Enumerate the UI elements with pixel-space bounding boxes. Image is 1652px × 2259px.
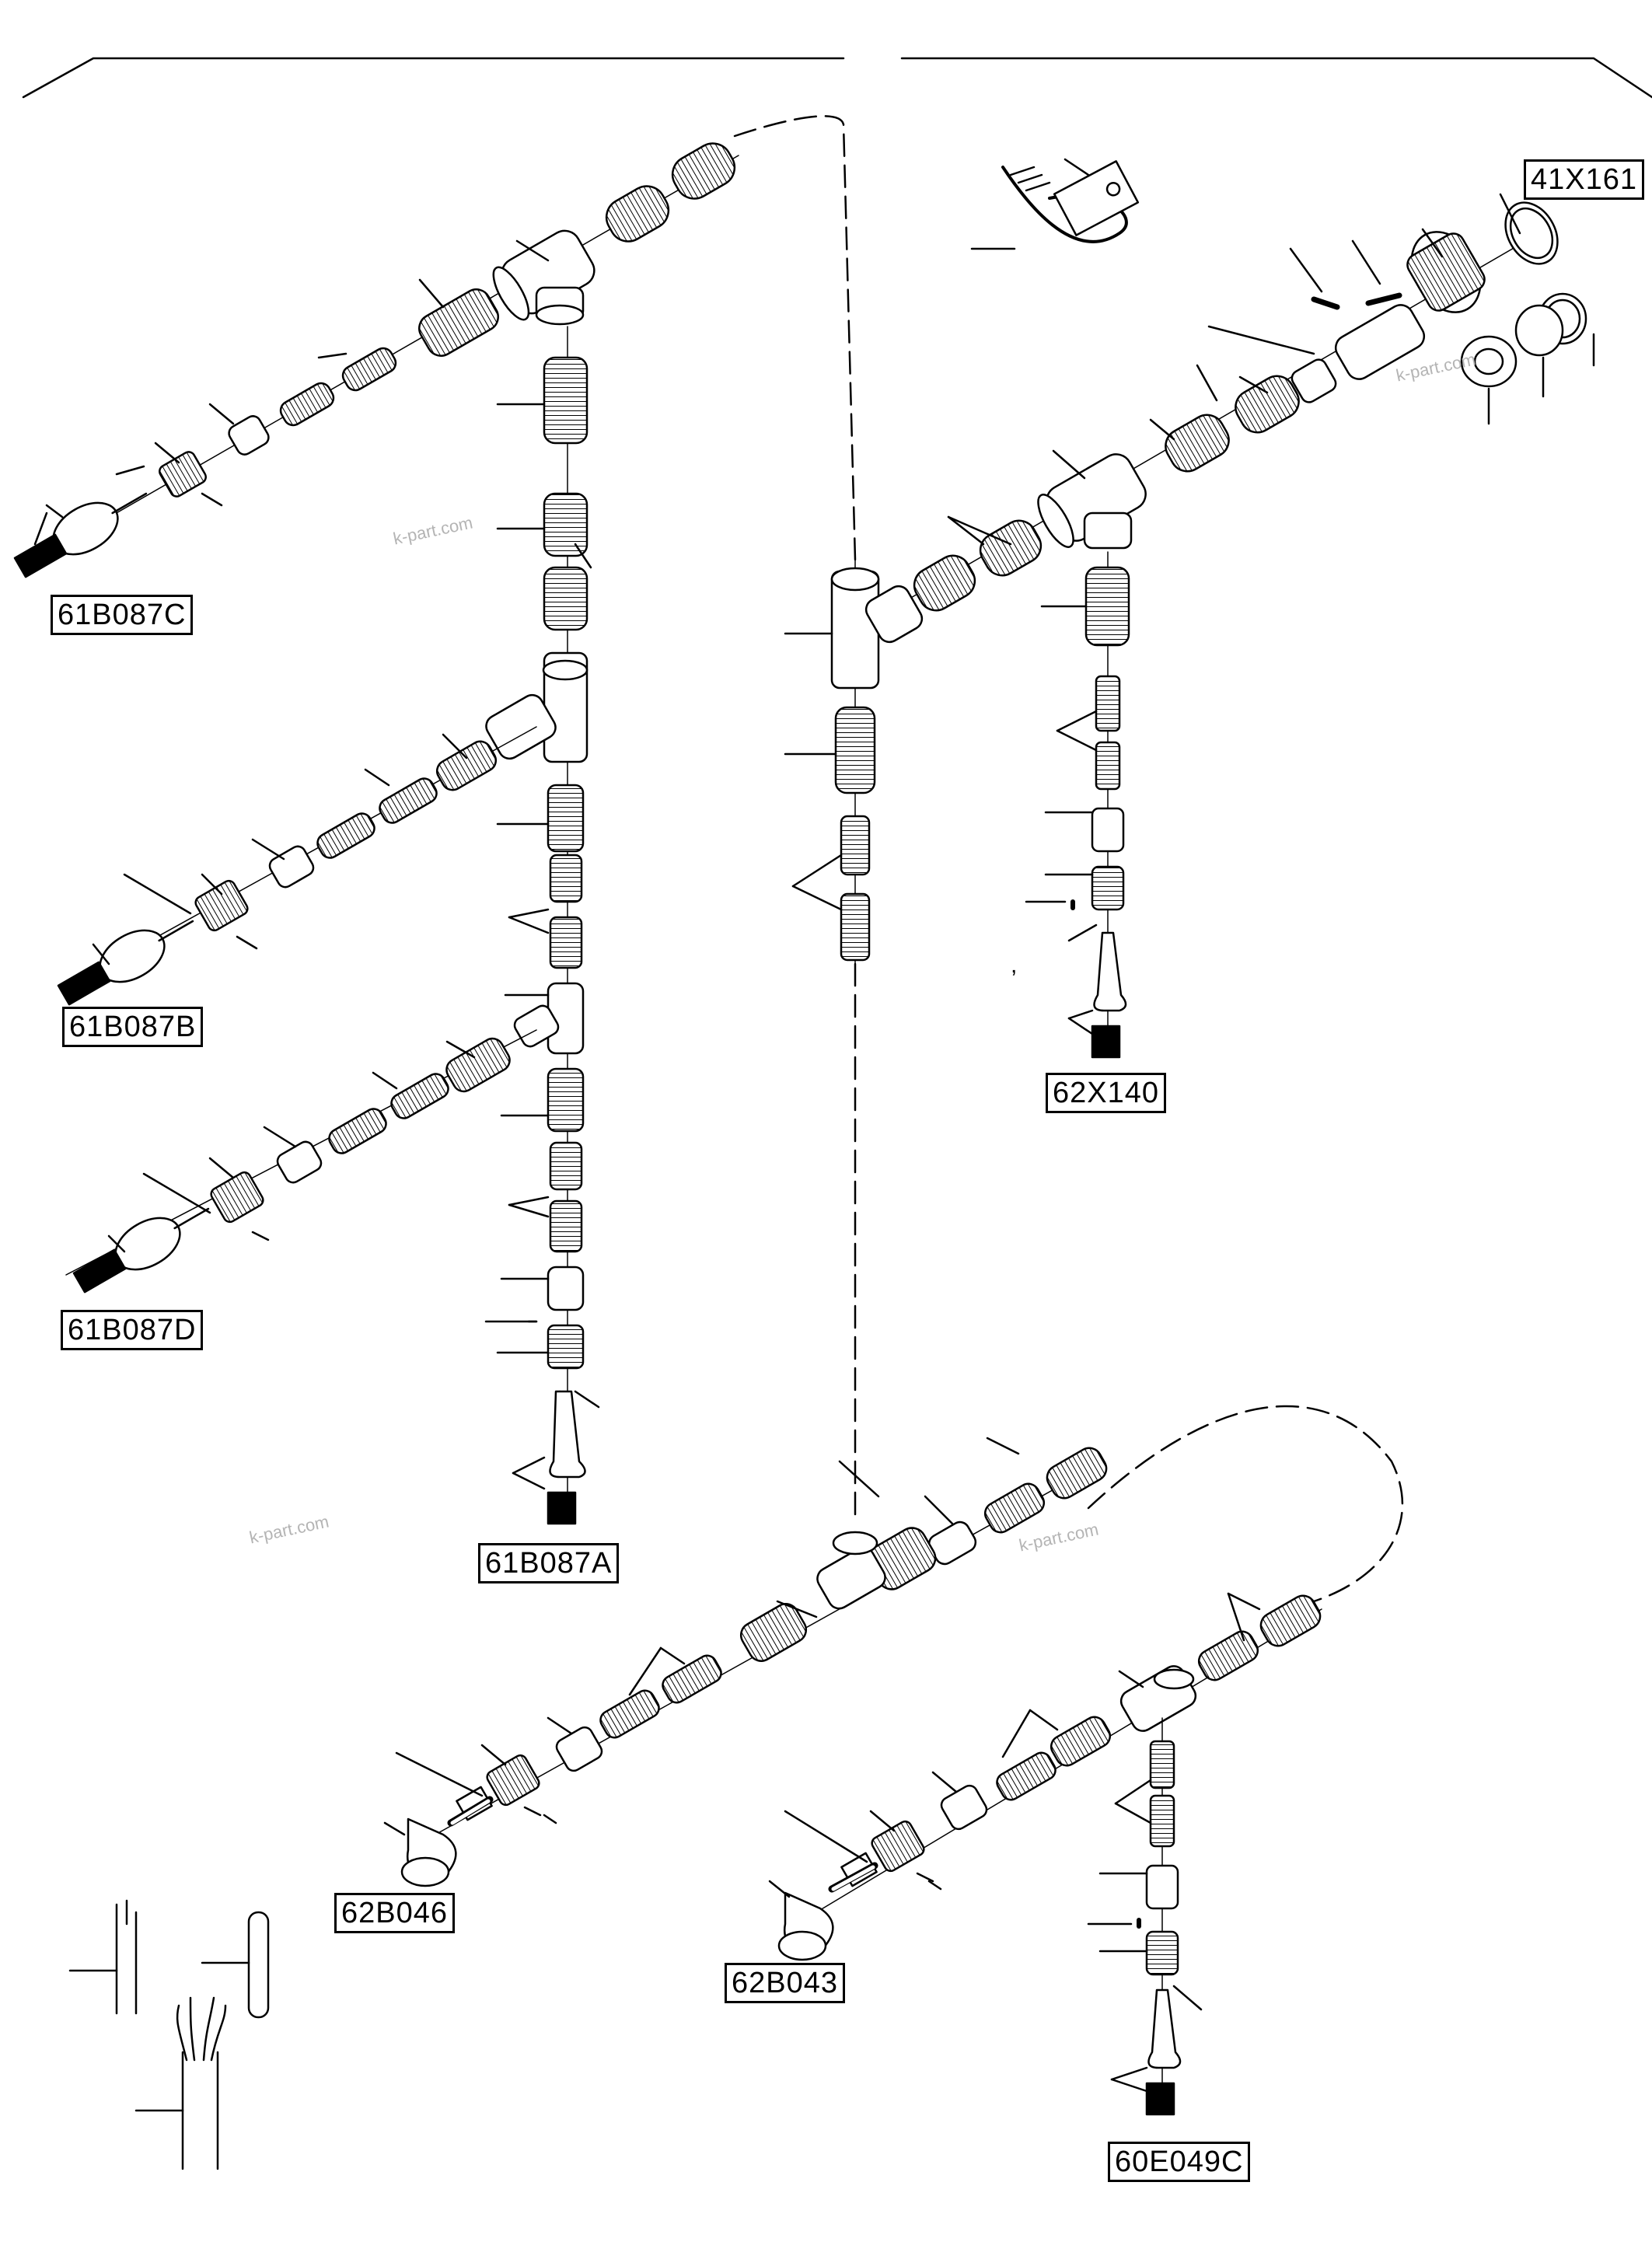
label-62b043: 62B043 xyxy=(725,1963,846,2003)
label-61b087c: 61B087C xyxy=(51,595,194,635)
dashed-cable-route xyxy=(733,115,1404,1603)
frame-top-right xyxy=(900,57,1652,99)
central-trunk xyxy=(484,326,600,1525)
label-62x140: 62X140 xyxy=(1046,1073,1167,1113)
branch-61b087d xyxy=(65,1029,537,1294)
frame-top-left xyxy=(22,57,845,99)
stray-mark: , xyxy=(1011,952,1018,978)
label-41x161: 41X161 xyxy=(1524,159,1645,200)
label-61b087d: 61B087D xyxy=(61,1310,204,1350)
branch-61b087c xyxy=(13,142,739,578)
branch-41x161 xyxy=(909,158,1595,612)
branch-60e049c xyxy=(1087,1717,1203,2116)
label-61b087a: 61B087A xyxy=(478,1543,620,1583)
branch-right-vertical xyxy=(784,559,924,965)
branch-62b043 xyxy=(768,1592,1322,1961)
label-61b087b: 61B087B xyxy=(62,1007,204,1047)
branch-61b087b xyxy=(57,726,537,1006)
wire-samples xyxy=(68,1899,270,2170)
label-62b046: 62B046 xyxy=(334,1893,456,1933)
branch-62x140 xyxy=(1025,551,1130,1059)
branch-62b046 xyxy=(383,1437,1108,1887)
label-60e049c: 60E049C xyxy=(1108,2142,1251,2182)
